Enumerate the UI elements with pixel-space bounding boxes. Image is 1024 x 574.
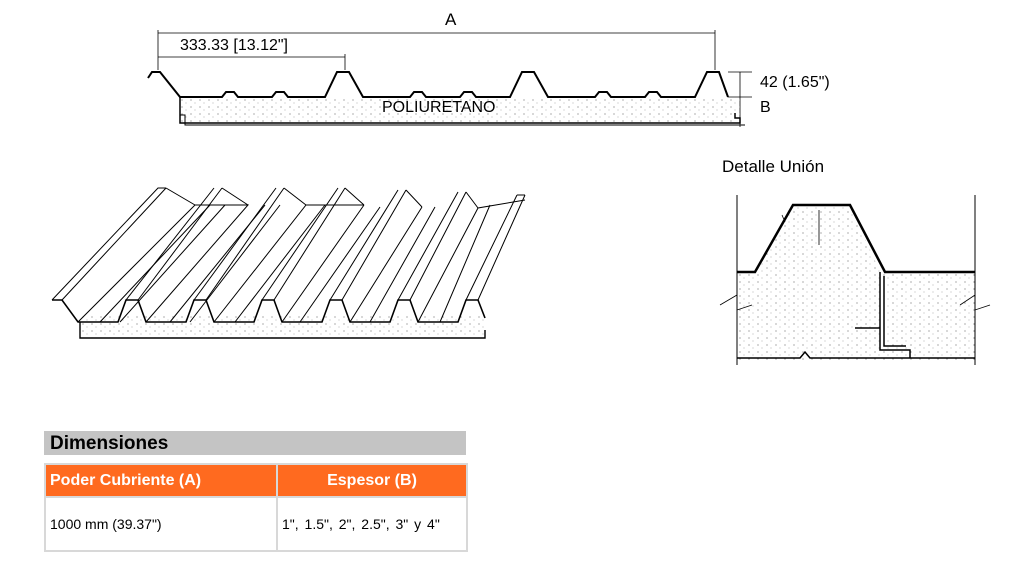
profile-section: [147, 30, 752, 127]
detail-union: [719, 195, 991, 365]
cell-coverage: 1000 mm (39.37"): [44, 496, 278, 552]
table-row: 1000 mm (39.37") 1", 1.5", 2", 2.5", 3" …: [44, 496, 468, 552]
dimensions-table: Poder Cubriente (A) Espesor (B) 1000 mm …: [44, 463, 468, 552]
core-label: POLIURETANO: [382, 99, 496, 116]
panel-perspective: [51, 187, 526, 339]
cell-thickness: 1", 1.5", 2", 2.5", 3" y 4": [276, 496, 468, 552]
header-coverage: Poder Cubriente (A): [44, 463, 278, 498]
dimension-pitch-label: 333.33 [13.12"]: [180, 37, 288, 54]
header-thickness: Espesor (B): [276, 463, 468, 498]
table-header-row: Poder Cubriente (A) Espesor (B): [44, 463, 468, 498]
dimension-height-label: 42 (1.65"): [760, 74, 830, 91]
detail-title: Detalle Unión: [722, 157, 825, 176]
dimension-b-label: B: [760, 99, 771, 116]
dimension-a-label: A: [445, 10, 457, 29]
table-title: Dimensiones: [44, 431, 466, 455]
